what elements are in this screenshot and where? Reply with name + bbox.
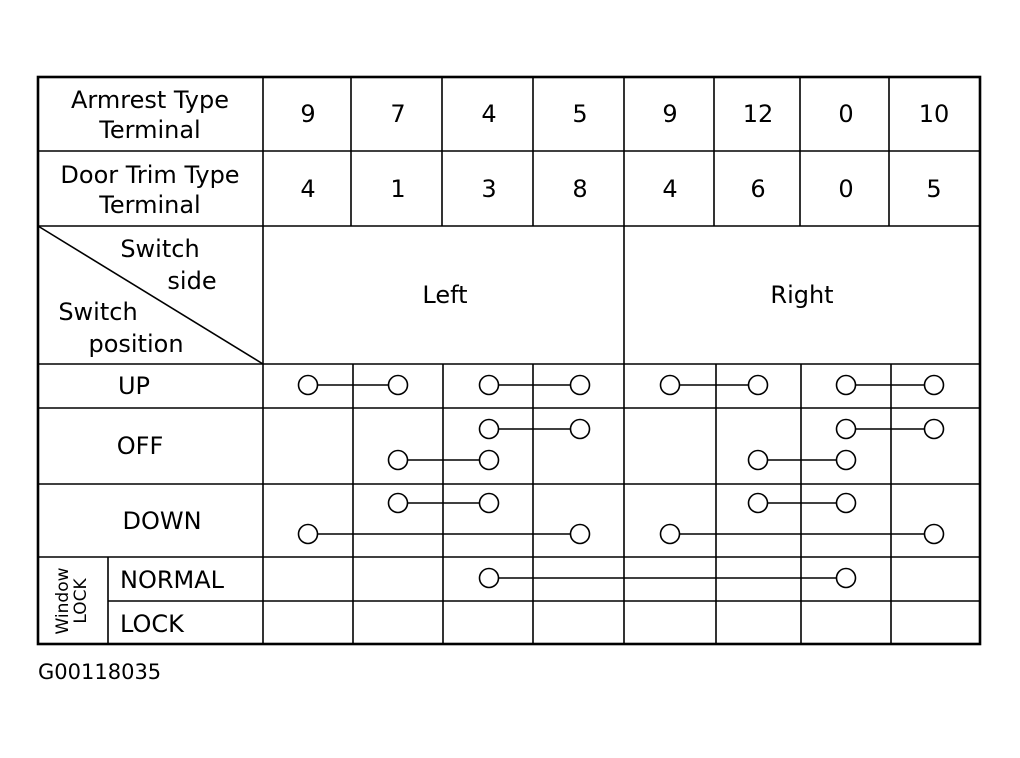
terminal-node-normal-13-a (478, 567, 500, 589)
door-trim-terminal-4: 8 (572, 175, 587, 203)
terminal-node-up-4-a (835, 374, 857, 396)
terminal-node-down-12-a (659, 523, 681, 545)
armrest-type-label-line1: Armrest Type (71, 86, 229, 114)
switch-side-label-line2: side (167, 267, 216, 295)
switch-side-label-line1: Switch (120, 235, 199, 263)
row-label-up: UP (118, 372, 150, 400)
door-trim-type-label-line2: Terminal (98, 191, 200, 219)
armrest-terminal-5: 9 (662, 100, 677, 128)
row-label-off: OFF (117, 432, 164, 460)
terminal-node-off-6-b (923, 418, 945, 440)
table-outer-border (36, 75, 982, 646)
door-trim-terminal-8: 5 (926, 175, 941, 203)
diagonal-header-line (37, 225, 264, 365)
terminal-node-off-7-b (478, 449, 500, 471)
terminal-node-down-11-b (569, 523, 591, 545)
terminal-node-down-10-b (835, 492, 857, 514)
terminal-node-off-5-b (569, 418, 591, 440)
armrest-terminal-2: 7 (390, 100, 405, 128)
right-side-label: Right (770, 281, 833, 309)
armrest-terminal-3: 4 (481, 100, 496, 128)
continuity-connections (297, 374, 945, 589)
terminal-node-off-7-a (387, 449, 409, 471)
terminal-node-off-6-a (835, 418, 857, 440)
terminal-node-normal-13-b (835, 567, 857, 589)
door-trim-terminal-5: 4 (662, 175, 677, 203)
table-grid (36, 75, 982, 646)
terminal-node-up-1-a (297, 374, 319, 396)
door-trim-terminal-2: 1 (390, 175, 405, 203)
terminal-node-up-2-b (569, 374, 591, 396)
armrest-terminal-4: 5 (572, 100, 587, 128)
terminal-node-down-12-b (923, 523, 945, 545)
door-trim-type-label-line1: Door Trim Type (60, 161, 239, 189)
switch-position-label-line2: position (88, 330, 183, 358)
terminal-node-down-9-a (387, 492, 409, 514)
terminal-node-down-10-a (747, 492, 769, 514)
terminal-node-up-1-b (387, 374, 409, 396)
left-side-label: Left (422, 281, 467, 309)
terminal-node-down-11-a (297, 523, 319, 545)
terminal-node-up-2-a (478, 374, 500, 396)
armrest-terminal-numbers: 9 7 4 5 9 12 0 10 (300, 100, 949, 128)
armrest-terminal-1: 9 (300, 100, 315, 128)
terminal-node-off-8-b (835, 449, 857, 471)
terminal-node-off-5-a (478, 418, 500, 440)
window-lock-label-line2: LOCK (71, 578, 91, 624)
terminal-node-down-9-b (478, 492, 500, 514)
row-label-lock: LOCK (120, 610, 185, 638)
terminal-node-off-8-a (747, 449, 769, 471)
terminal-node-up-4-b (923, 374, 945, 396)
switch-position-label-line1: Switch (58, 298, 137, 326)
door-trim-terminal-7: 0 (838, 175, 853, 203)
row-label-down: DOWN (122, 507, 201, 535)
figure-code: G00118035 (38, 660, 162, 684)
armrest-terminal-8: 10 (919, 100, 950, 128)
door-trim-terminal-6: 6 (750, 175, 765, 203)
armrest-terminal-6: 12 (743, 100, 774, 128)
door-trim-terminal-1: 4 (300, 175, 315, 203)
window-lock-vertical-label: Window LOCK (53, 567, 91, 634)
row-label-normal: NORMAL (120, 566, 225, 594)
door-trim-terminal-numbers: 4 1 3 8 4 6 0 5 (300, 175, 941, 203)
armrest-type-label-line2: Terminal (98, 116, 200, 144)
terminal-node-up-3-a (659, 374, 681, 396)
armrest-terminal-7: 0 (838, 100, 853, 128)
window-lock-label-line1: Window (53, 567, 73, 634)
terminal-node-up-3-b (747, 374, 769, 396)
door-trim-terminal-3: 3 (481, 175, 496, 203)
